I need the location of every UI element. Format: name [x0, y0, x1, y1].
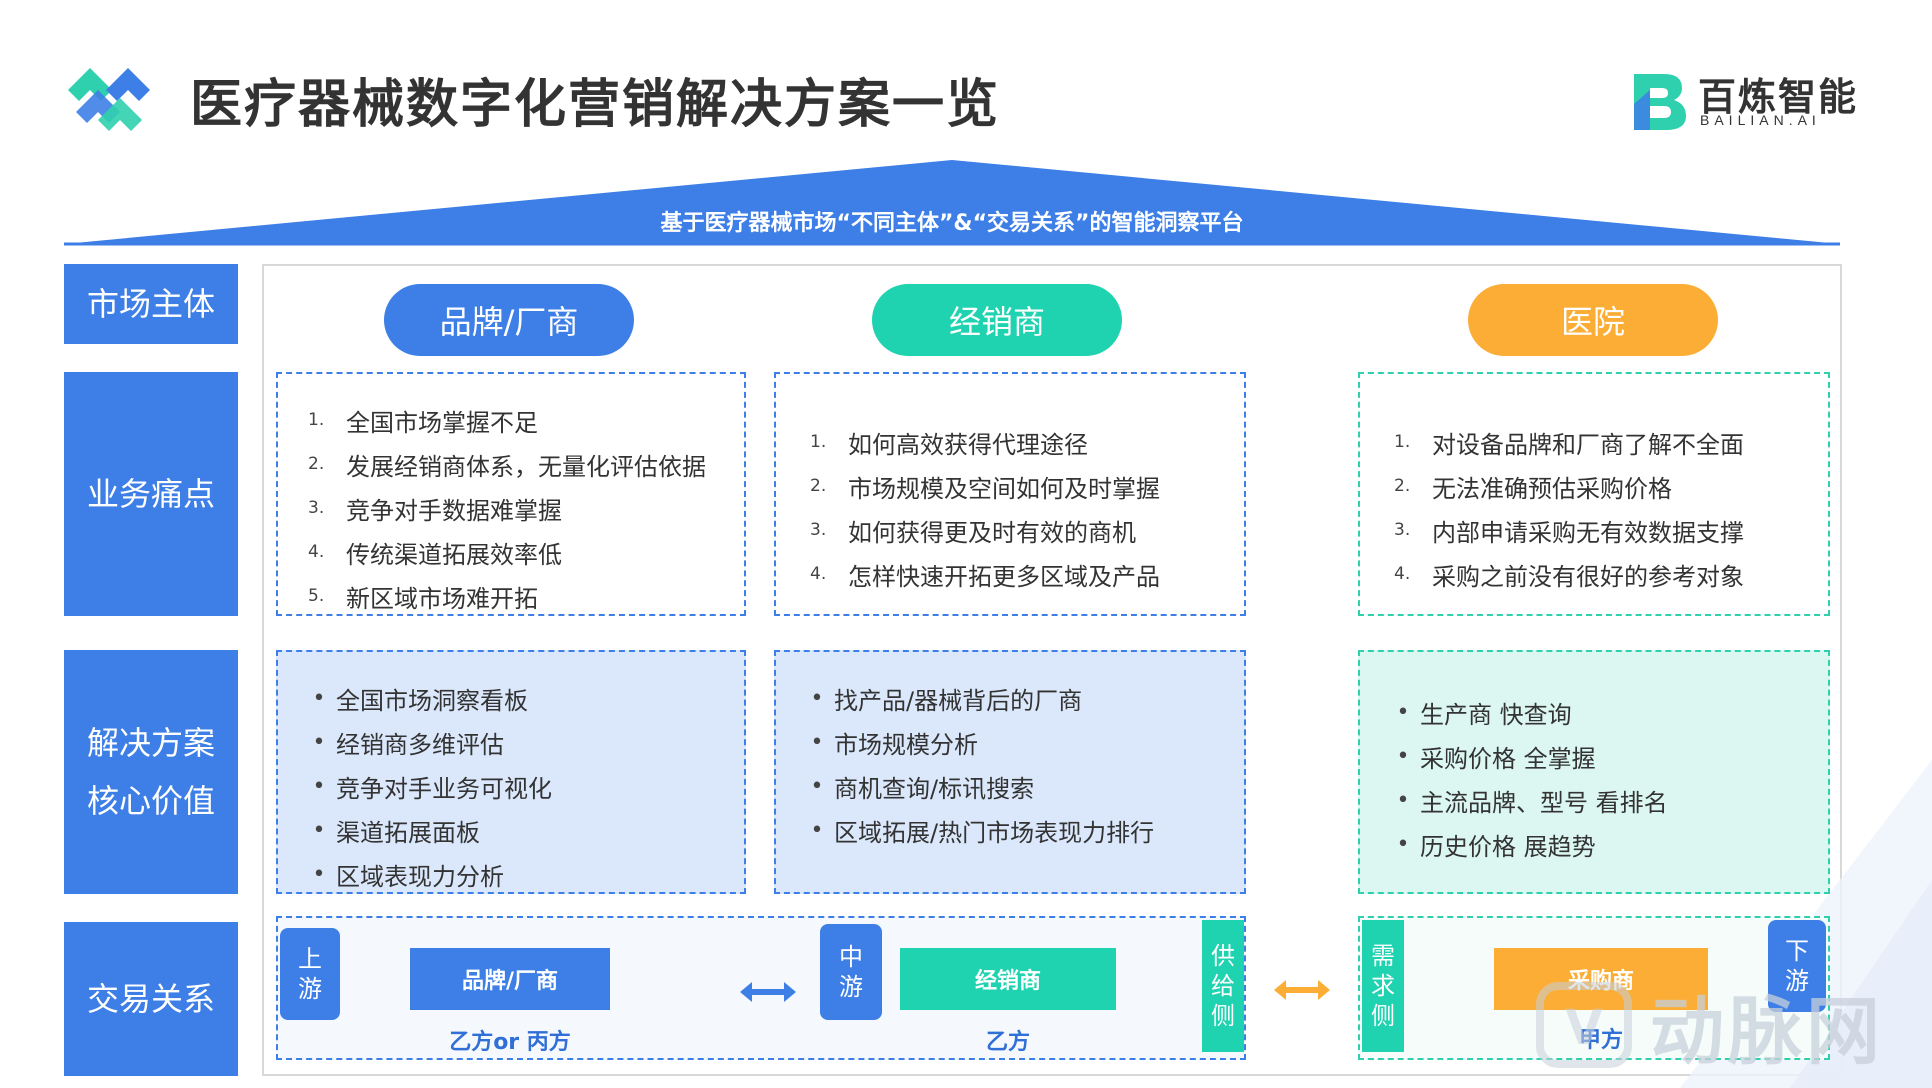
pain-points-list: 1.如何高效获得代理途径 2.市场规模及空间如何及时掌握 3.如何获得更及时有效…: [810, 420, 1244, 596]
pain-points-hospital: 1.对设备品牌和厂商了解不全面 2.无法准确预估采购价格 3.内部申请采购无有效…: [1358, 372, 1830, 616]
list-item: •全国市场洞察看板: [312, 685, 529, 715]
pain-points-list: 1.对设备品牌和厂商了解不全面 2.无法准确预估采购价格 3.内部申请采购无有效…: [1394, 420, 1828, 596]
row-label-solution: 解决方案 核心价值: [64, 650, 238, 894]
list-item: 5.新区域市场难开拓: [308, 584, 538, 613]
solution-list: •找产品/器械背后的厂商 •市场规模分析 •商机查询/标讯搜索 •区域拓展/热门…: [800, 676, 1244, 852]
double-arrow-icon: [740, 982, 796, 1002]
list-item: •生产商 快查询: [1396, 699, 1572, 729]
node-brand-label: 品牌/厂商: [461, 969, 559, 994]
upstream-tag: 上游: [280, 928, 340, 1020]
list-item: •商机查询/标讯搜索: [810, 773, 1035, 803]
node-dealer: 经销商: [900, 948, 1116, 1010]
midstream-tag: 中游: [820, 924, 882, 1020]
subject-pill-hospital: 医院: [1468, 284, 1718, 356]
list-item: •竞争对手业务可视化: [312, 773, 553, 803]
node-brand-party: 乙方or 丙方: [449, 1030, 571, 1055]
node-brand: 品牌/厂商: [410, 948, 610, 1010]
list-item: 1.对设备品牌和厂商了解不全面: [1394, 430, 1744, 459]
list-item: •采购价格 全掌握: [1396, 743, 1596, 773]
pain-points-list: 1.全国市场掌握不足 2.发展经销商体系，无量化评估依据 3.竞争对手数据难掌握…: [308, 398, 744, 618]
brand-logo-icon: [1634, 74, 1686, 130]
list-item: •渠道拓展面板: [312, 817, 481, 847]
node-buyer-party: 甲方: [1578, 1028, 1623, 1053]
brand-subtitle: BAILIAN.AI: [1700, 112, 1821, 128]
svg-text:V: V: [1565, 1000, 1602, 1056]
subject-pill-label: 经销商: [948, 303, 1045, 341]
page-title: 医疗器械数字化营销解决方案一览: [190, 75, 1001, 135]
list-item: 1.全国市场掌握不足: [308, 408, 538, 437]
list-item: 4.传统渠道拓展效率低: [308, 540, 562, 569]
list-item: •主流品牌、型号 看排名: [1396, 787, 1668, 817]
downstream-tag-label: 下游: [1785, 937, 1809, 995]
pain-points-dealer: 1.如何高效获得代理途径 2.市场规模及空间如何及时掌握 3.如何获得更及时有效…: [774, 372, 1246, 616]
demand-side-tag: 需求侧: [1362, 920, 1404, 1052]
list-item: 2.无法准确预估采购价格: [1394, 474, 1672, 503]
list-item: 2.发展经销商体系，无量化评估依据: [308, 452, 706, 481]
double-arrow-icon: [1274, 980, 1330, 1000]
list-item: 4.怎样快速开拓更多区域及产品: [810, 562, 1160, 591]
list-item: 4.采购之前没有很好的参考对象: [1394, 562, 1744, 591]
list-item: 3.内部申请采购无有效数据支撑: [1394, 518, 1744, 547]
supply-side-tag: 供给侧: [1202, 920, 1244, 1052]
row-label-text: 核心价值: [86, 782, 215, 820]
banner-roof: [64, 160, 1840, 246]
row-label-transaction: 交易关系: [64, 922, 238, 1076]
pain-points-brand: 1.全国市场掌握不足 2.发展经销商体系，无量化评估依据 3.竞争对手数据难掌握…: [276, 372, 746, 616]
node-buyer: 采购商: [1494, 948, 1708, 1010]
list-item: •历史价格 展趋势: [1396, 831, 1596, 861]
solution-dealer: •找产品/器械背后的厂商 •市场规模分析 •商机查询/标讯搜索 •区域拓展/热门…: [774, 650, 1246, 894]
subject-pill-dealer: 经销商: [872, 284, 1122, 356]
upstream-tag-label: 上游: [298, 945, 322, 1003]
list-item: •经销商多维评估: [312, 729, 505, 759]
supply-side-tag-label: 供给侧: [1211, 942, 1235, 1030]
watermark-text: 动脉网: [1650, 989, 1884, 1075]
banner-text: 基于医疗器械市场“不同主体”&“交易关系”的智能洞察平台: [660, 211, 1244, 236]
list-item: 3.如何获得更及时有效的商机: [810, 518, 1136, 547]
list-item: 2.市场规模及空间如何及时掌握: [810, 474, 1160, 503]
list-item: •区域表现力分析: [312, 861, 505, 891]
solution-hospital: •生产商 快查询 •采购价格 全掌握 •主流品牌、型号 看排名 •历史价格 展趋…: [1358, 650, 1830, 894]
row-label-pain-points: 业务痛点: [64, 372, 238, 616]
solution-list: •生产商 快查询 •采购价格 全掌握 •主流品牌、型号 看排名 •历史价格 展趋…: [1386, 690, 1828, 866]
row-label-text: 业务痛点: [86, 475, 215, 513]
row-label-text: 交易关系: [86, 980, 215, 1018]
subject-pill-label: 医院: [1560, 303, 1625, 341]
solution-brand: •全国市场洞察看板 •经销商多维评估 •竞争对手业务可视化 •渠道拓展面板 •区…: [276, 650, 746, 894]
list-item: •市场规模分析: [810, 729, 979, 759]
midstream-tag-label: 中游: [839, 943, 863, 1001]
row-label-market-subject: 市场主体: [64, 264, 238, 344]
row-label-text: 市场主体: [86, 285, 215, 323]
company-logo-icon: [68, 68, 150, 131]
node-dealer-party: 乙方: [985, 1030, 1030, 1055]
row-label-text: 解决方案: [86, 724, 215, 762]
solution-list: •全国市场洞察看板 •经销商多维评估 •竞争对手业务可视化 •渠道拓展面板 •区…: [302, 676, 744, 896]
node-dealer-label: 经销商: [974, 969, 1041, 994]
subject-pill-label: 品牌/厂商: [439, 303, 579, 341]
list-item: 3.竞争对手数据难掌握: [308, 496, 562, 525]
list-item: •找产品/器械背后的厂商: [810, 685, 1083, 715]
list-item: •区域拓展/热门市场表现力排行: [810, 817, 1155, 847]
list-item: 1.如何高效获得代理途径: [810, 430, 1088, 459]
demand-side-tag-label: 需求侧: [1371, 942, 1395, 1030]
subject-pill-brand: 品牌/厂商: [384, 284, 634, 356]
brand-name: 百炼智能: [1698, 75, 1859, 119]
watermark-logo-icon: V: [1536, 982, 1632, 1068]
downstream-tag: 下游: [1768, 920, 1826, 1012]
